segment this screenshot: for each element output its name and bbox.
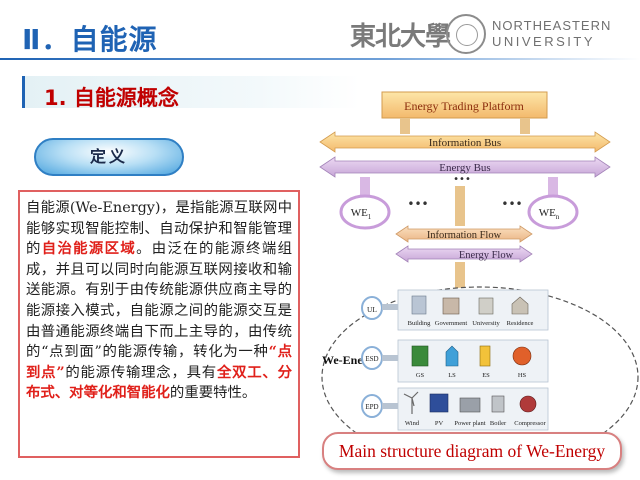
- ul-item-residence: Residence: [507, 320, 534, 327]
- hs-icon: [512, 346, 532, 366]
- we1-label-text: WE: [351, 207, 368, 219]
- energy-flow-label: Energy Flow: [459, 250, 514, 261]
- we-energy-diagram: Energy Trading Platform Information Bus …: [319, 91, 639, 468]
- university-logo: 東北大學 NORTHEASTERN UNIVERSITY: [350, 14, 630, 54]
- connector: [455, 186, 465, 226]
- esd-item-es: ES: [482, 372, 490, 379]
- esd-item-ls: LS: [448, 372, 456, 379]
- pv-icon: [429, 393, 449, 413]
- university-seal-icon: [446, 14, 486, 54]
- we1-subscript: 1: [368, 213, 372, 221]
- epd-item-boiler: Boiler: [490, 420, 507, 427]
- epd-item-power-plant: Power plant: [454, 420, 485, 427]
- epd-label: EPD: [365, 403, 378, 411]
- boiler-icon: [491, 395, 505, 413]
- epd-connector: [382, 403, 398, 409]
- energy-bus-arrow: [319, 156, 611, 178]
- definition-label: 定义: [34, 138, 184, 176]
- page-title: Ⅱ．自能源: [22, 23, 158, 56]
- power-plant-icon: [459, 397, 481, 413]
- connector: [548, 177, 558, 199]
- wen-label: WEn: [539, 207, 560, 221]
- ul-label: UL: [367, 305, 377, 314]
- es-icon: [479, 345, 491, 367]
- wen-subscript: n: [556, 213, 560, 221]
- wind-icon: [403, 391, 419, 414]
- university-name-en-line1: NORTHEASTERN: [492, 18, 612, 33]
- information-bus-label: Information Bus: [429, 137, 501, 149]
- definition-text-part: 。由泛在的能源终端组成，并且可以同时向能源互联网接收和输送能源。有别于由传统能源…: [26, 241, 292, 361]
- wen-node: [527, 194, 579, 230]
- epd-item-pv: PV: [435, 420, 444, 427]
- energy-trading-platform-box: [381, 91, 548, 119]
- building-icon: [411, 295, 427, 315]
- ul-item-government: Government: [435, 320, 468, 327]
- connector: [520, 118, 530, 134]
- university-icon: [478, 297, 494, 315]
- we1-label: WE1: [351, 207, 372, 221]
- university-name-en-line2: UNIVERSITY: [492, 34, 596, 49]
- epd-item-compressor: Compressor: [514, 420, 546, 427]
- connector: [400, 118, 410, 134]
- wen-label-text: WE: [539, 207, 556, 219]
- ls-icon: [445, 345, 459, 367]
- information-flow-arrow: [395, 225, 533, 243]
- ellipsis-left: •••: [407, 197, 428, 211]
- esd-item-gs: GS: [416, 372, 425, 379]
- ul-item-university: University: [472, 320, 500, 327]
- definition-text-part: 自能源(We-Energy)，是指能源互联网中能够实现智能控制、自动保护和智能管…: [26, 200, 292, 258]
- definition-text-part: 的能源传输理念，具有: [64, 364, 217, 381]
- section-title-bar: [22, 76, 360, 108]
- we1-node: [339, 194, 391, 230]
- definition-highlight: 自治能源区域: [41, 240, 137, 258]
- energy-flow-arrow: [395, 245, 533, 263]
- definition-text: 自能源(We-Energy)，是指能源互联网中能够实现智能控制、自动保护和智能管…: [26, 198, 292, 404]
- energy-bus-label: Energy Bus: [439, 162, 490, 174]
- esd-label: ESD: [365, 355, 378, 363]
- government-icon: [442, 297, 460, 315]
- definition-highlight: 全双工、分布式、对等化和智能化: [26, 363, 292, 402]
- energy-trading-platform-label: Energy Trading Platform: [404, 99, 524, 113]
- compressor-icon: [519, 395, 537, 413]
- information-flow-label: Information Flow: [427, 230, 502, 241]
- diagram-caption: Main structure diagram of We-Energy: [322, 432, 622, 470]
- ellipsis-right: •••: [501, 197, 522, 211]
- connector: [360, 177, 370, 199]
- ul-connector: [382, 304, 398, 310]
- definition-highlight: “点到点”: [26, 343, 293, 381]
- residence-icon: [511, 296, 529, 315]
- definition-box: 自能源(We-Energy)，是指能源互联网中能够实现智能控制、自动保护和智能管…: [18, 190, 300, 458]
- information-bus-arrow: [319, 131, 611, 153]
- esd-item-hs: HS: [518, 372, 527, 379]
- connector: [455, 262, 465, 288]
- esd-connector: [382, 355, 398, 361]
- section-title: 1. 自能源概念: [44, 86, 179, 110]
- ul-item-building: Building: [408, 320, 432, 327]
- ellipsis-center: •••: [453, 174, 471, 185]
- gs-icon: [411, 345, 429, 367]
- definition-text-part: 的重要特性。: [169, 385, 257, 402]
- university-name-cn: 東北大學: [350, 22, 451, 52]
- epd-item-wind: Wind: [405, 420, 420, 427]
- header-divider: [0, 58, 640, 60]
